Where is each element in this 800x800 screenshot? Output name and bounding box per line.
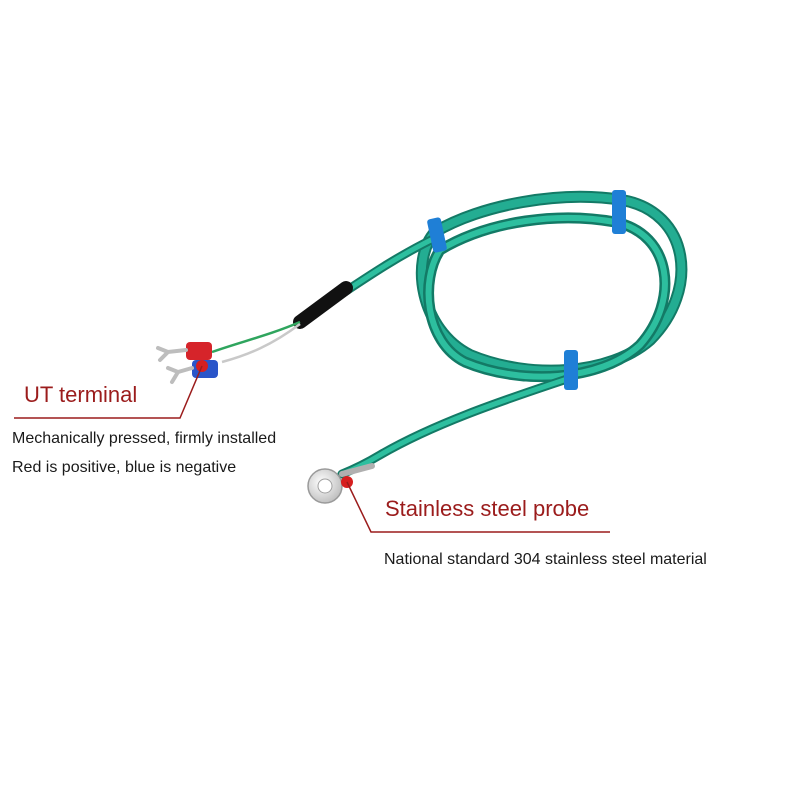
cable-clip bbox=[564, 350, 578, 390]
probe-leader-line bbox=[341, 476, 610, 533]
ring-terminal-probe bbox=[307, 463, 375, 504]
probe-title: Stainless steel probe bbox=[385, 496, 590, 521]
ut-terminal-red bbox=[156, 342, 212, 362]
probe-description-line: National standard 304 stainless steel ma… bbox=[384, 551, 707, 568]
ut-terminal-description-line: Red is positive, blue is negative bbox=[12, 459, 237, 476]
ut-terminal-leader-line bbox=[14, 360, 208, 419]
cable-coil bbox=[335, 190, 688, 479]
cable-clip bbox=[612, 190, 626, 234]
cable-clip bbox=[427, 217, 447, 253]
ut-terminal-title: UT terminal bbox=[24, 382, 138, 407]
ut-terminal-blue bbox=[166, 360, 218, 384]
heat-shrink-sleeve bbox=[293, 281, 353, 329]
ut-terminal-description-line: Mechanically pressed, firmly installed bbox=[12, 430, 277, 447]
thermocouple-wires bbox=[211, 320, 301, 364]
